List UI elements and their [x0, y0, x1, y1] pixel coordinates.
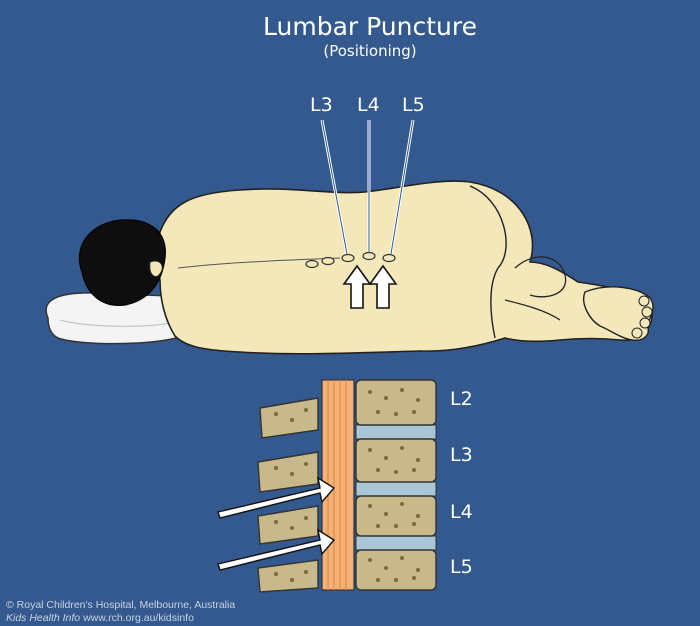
credit-line-2: Kids Health Info www.rch.org.au/kidsinfo	[6, 612, 194, 624]
copyright-line: © Royal Children's Hospital, Melbourne, …	[6, 599, 236, 611]
spine-label-l3: L3	[450, 444, 473, 466]
spine-label-l4: L4	[450, 501, 473, 523]
feet	[583, 286, 654, 341]
page-title: Lumbar Puncture	[263, 12, 477, 41]
up-arrow-l4-l5	[368, 264, 398, 309]
disc	[355, 535, 437, 551]
up-arrow-l3-l4	[342, 264, 372, 309]
needle-arrow-l3-l4	[217, 476, 336, 519]
disc	[355, 481, 437, 497]
patient-back	[156, 180, 653, 355]
bone-texture	[274, 388, 420, 582]
surface-label-l4: L4	[357, 94, 380, 116]
spine-label-l5: L5	[450, 556, 473, 578]
disc	[355, 424, 437, 440]
surface-label-l5: L5	[402, 94, 425, 116]
ear	[149, 260, 163, 278]
credit-url: www.rch.org.au/kidsinfo	[83, 612, 194, 624]
credit-italic: Kids Health Info	[6, 612, 81, 624]
vertebral-bodies	[355, 379, 437, 591]
page-subtitle: (Positioning)	[323, 42, 417, 60]
head-hair	[78, 219, 166, 306]
spine-label-l2: L2	[450, 388, 473, 410]
spinous-processes	[257, 397, 319, 593]
surface-label-l3: L3	[310, 94, 333, 116]
needle-arrow-l4-l5	[217, 528, 336, 571]
